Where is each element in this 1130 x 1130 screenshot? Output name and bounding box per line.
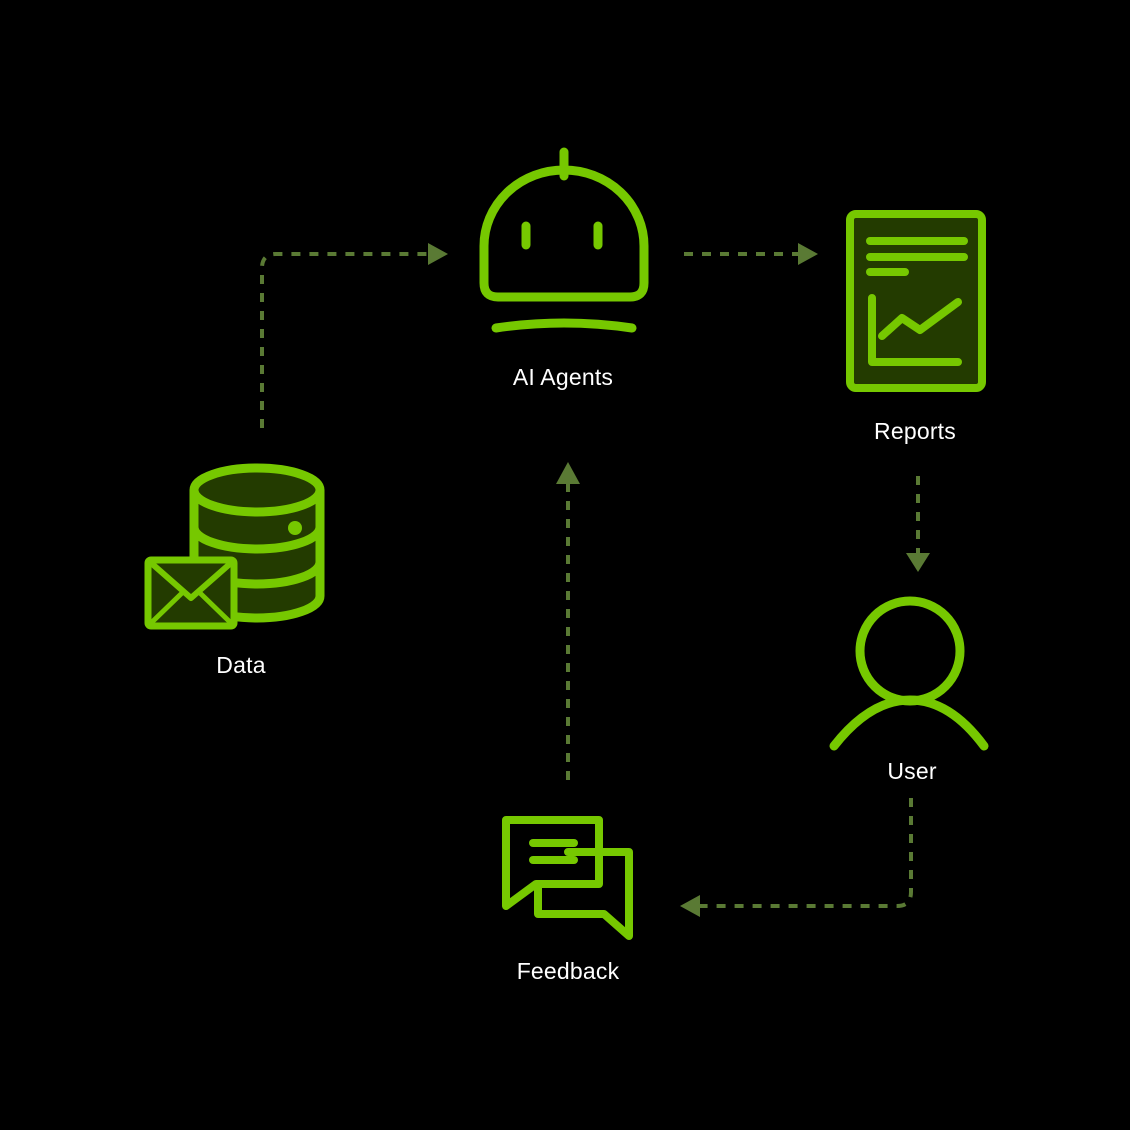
connectors (260, 252, 920, 908)
arrow-heads (428, 243, 930, 917)
arrowhead-reports (798, 243, 818, 265)
arrowhead-ai-agents-up (556, 462, 580, 484)
node-label-reports: Reports (874, 418, 956, 444)
node-label-ai-agents: AI Agents (512, 364, 614, 390)
node-label-data: Data (216, 652, 266, 678)
chat-bubbles-icon (502, 816, 633, 940)
node-label-user: User (887, 758, 937, 784)
node-label-feedback: Feedback (516, 958, 620, 984)
robot-head-icon (479, 147, 649, 333)
arrowhead-user (906, 553, 930, 572)
report-chart-icon (846, 210, 986, 392)
user-icon (829, 596, 989, 751)
connector-data-to-ai-agents (260, 252, 430, 428)
connector-user-to-feedback (698, 798, 913, 908)
arrowhead-feedback (680, 895, 700, 917)
database-mail-icon (144, 463, 325, 630)
arrowhead-ai-agents (428, 243, 448, 265)
